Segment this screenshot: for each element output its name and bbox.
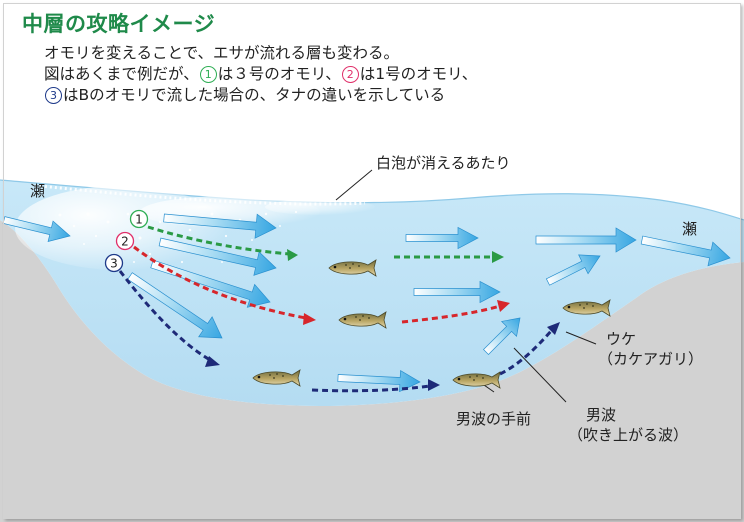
label-foam-end: 白泡が消えるあたり xyxy=(376,154,511,172)
description-line-1: オモリを変えることで、エサが流れる層も変わる。 xyxy=(44,44,399,62)
current-arrows xyxy=(2,213,731,393)
label-rapid-left: 瀬 xyxy=(30,182,45,200)
current-arrow-7 xyxy=(535,227,637,253)
marker-2: 2 xyxy=(115,231,135,251)
current-arrow-8 xyxy=(640,235,731,267)
current-arrow-6 xyxy=(405,226,479,250)
label-onami: 男波 xyxy=(586,406,616,424)
marker-3-label: 3 xyxy=(110,257,118,271)
leader-line-uke xyxy=(565,331,597,345)
current-arrow-1 xyxy=(2,216,71,242)
marker-3: 3 xyxy=(104,253,124,273)
current-arrow-9 xyxy=(413,280,501,304)
current-arrow-10 xyxy=(545,254,601,286)
current-arrow-3 xyxy=(158,237,277,276)
label-onami-sub: （吹き上がる波） xyxy=(568,426,688,444)
marker-2-label: 2 xyxy=(121,235,129,249)
drift-path-1 xyxy=(147,225,504,263)
leader-line-onami xyxy=(513,347,567,403)
label-uke-sub: （カケアガリ） xyxy=(598,350,703,368)
marker-1-label: 1 xyxy=(135,213,143,227)
label-rapid-right: 瀬 xyxy=(682,220,697,238)
diagram-title: 中層の攻略イメージ xyxy=(22,12,216,36)
marker-3-inline: 3 xyxy=(45,87,62,104)
current-arrow-5 xyxy=(127,272,223,339)
riverbed xyxy=(0,208,744,522)
label-uke: ウケ xyxy=(606,330,636,348)
leader-line-foam xyxy=(335,169,373,201)
current-arrow-12 xyxy=(337,369,421,393)
current-arrow-11 xyxy=(483,317,521,355)
marker-1: 1 xyxy=(129,209,149,229)
marker-1-inline: 1 xyxy=(199,66,217,83)
drift-path-3 xyxy=(118,270,560,393)
marker-2-inline: 2 xyxy=(341,66,359,83)
current-arrow-2 xyxy=(163,213,277,239)
current-arrow-4 xyxy=(150,259,271,308)
drift-path-2 xyxy=(133,245,510,325)
label-onami-front: 男波の手前 xyxy=(456,410,531,428)
